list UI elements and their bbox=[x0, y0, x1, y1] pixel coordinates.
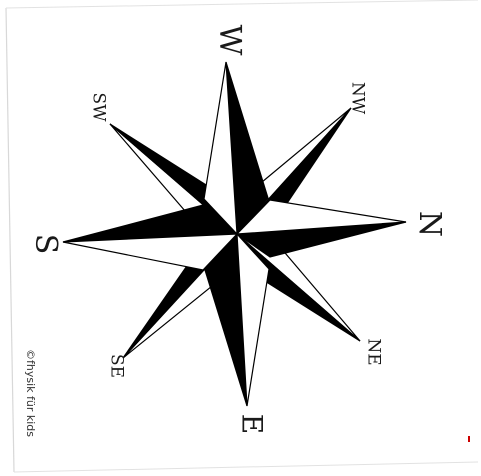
label-e: E bbox=[236, 414, 269, 434]
scan-mark bbox=[468, 436, 470, 442]
label-w: W bbox=[212, 25, 247, 56]
label-n: N bbox=[412, 211, 447, 237]
label-ne: NE bbox=[364, 338, 384, 365]
label-se: SE bbox=[107, 354, 127, 378]
label-sw: SW bbox=[89, 92, 109, 122]
label-nw: NW bbox=[348, 82, 368, 115]
credit-text: ©fhysik für kids bbox=[24, 349, 37, 437]
label-s: S bbox=[28, 234, 63, 255]
